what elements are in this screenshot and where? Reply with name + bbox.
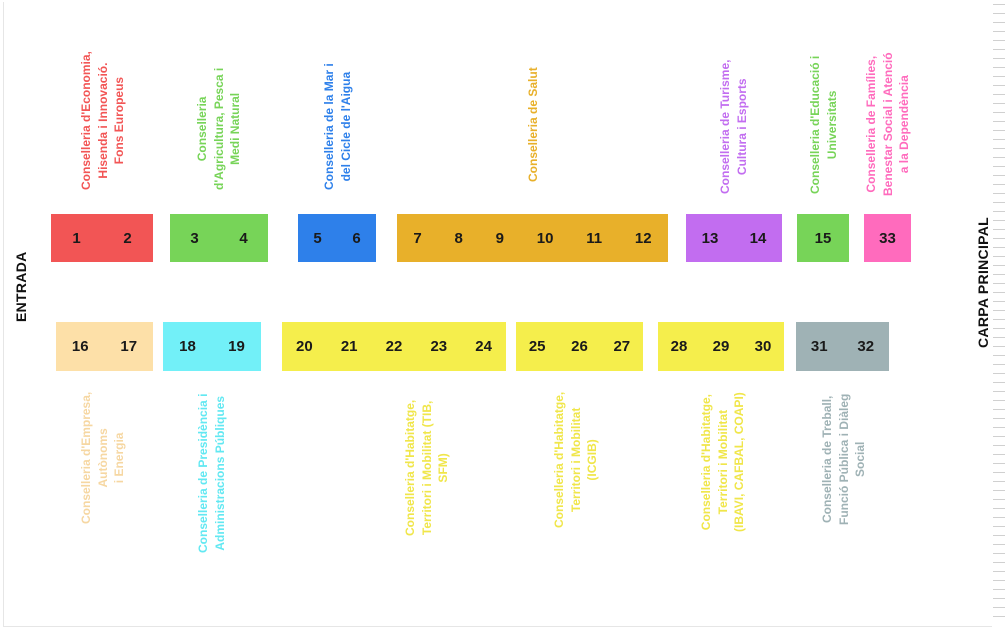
stand-group-15: 15 xyxy=(797,214,849,262)
department-label: Conselleria de Salut xyxy=(525,67,542,182)
department-label-line: (ICGIB) xyxy=(585,439,600,481)
stand-number: 24 xyxy=(475,338,492,355)
department-label-line: Territori i Mobilitat xyxy=(568,407,583,513)
entrance-label: ENTRADA xyxy=(13,251,29,322)
department-label: Conselleria de Famílies,Benestar Social … xyxy=(863,52,913,196)
department-label-line: Conselleria de Turisme, xyxy=(717,59,732,195)
department-label-line: del Cicle de l'Aigua xyxy=(338,71,352,182)
stand-number: 30 xyxy=(754,338,772,355)
department-label: Conselleria de Turisme,Cultura i Esports xyxy=(717,60,750,195)
stand-group-31-32: 31 32 xyxy=(796,322,889,371)
stand-number: 33 xyxy=(879,229,896,247)
stand-group-7-8-9-10-11-12: 7 8 9 10 11 12 xyxy=(397,214,668,262)
stand-group-25-26-27: 25 26 27 xyxy=(516,322,643,371)
department-label-line: d'Agricultura, Pesca i xyxy=(211,67,226,190)
department-label-line: Hisenda i Innovació. xyxy=(95,62,110,179)
department-label-line: a la Dependència xyxy=(897,75,912,174)
department-label: Conselleria d'Habitatge,Territori i Mobi… xyxy=(551,392,601,528)
stand-number: 6 xyxy=(352,229,361,247)
department-label-line: Conselleria d'Habitatge, xyxy=(552,391,567,528)
department-label-line: Benestar Social i Atenció xyxy=(880,52,895,196)
stand-group-28-29-30: 28 29 30 xyxy=(658,322,784,371)
stand-number: 7 xyxy=(413,229,422,247)
stand-number: 25 xyxy=(528,338,546,355)
stand-number: 2 xyxy=(123,229,132,247)
page-edge-ticks xyxy=(993,4,1005,624)
stand-number: 29 xyxy=(712,338,730,355)
stand-group-13-14: 13 14 xyxy=(686,214,782,262)
stand-group-33: 33 xyxy=(864,214,911,262)
stand-number: 32 xyxy=(857,338,875,355)
department-label-line: Territori i Mobilitat (TIB, xyxy=(419,400,434,536)
stand-number: 16 xyxy=(71,338,89,355)
stand-number: 31 xyxy=(810,338,828,355)
stand-group-20-21-22-23-24: 20 21 22 23 24 xyxy=(282,322,506,371)
stand-number: 13 xyxy=(701,229,719,247)
stand-number: 9 xyxy=(495,229,504,247)
department-label: Conselleria d'Habitatge,Territori i Mobi… xyxy=(402,400,452,536)
department-label: Conselleria d'Habitatge,Territori i Mobi… xyxy=(698,392,748,532)
department-label-line: Territori i Mobilitat xyxy=(715,409,730,515)
department-label-line: Conselleria d'Habitatge, xyxy=(403,399,418,536)
department-label-line: Conselleria de la Mar i xyxy=(321,63,336,190)
department-label-line: Autònoms xyxy=(95,428,110,488)
department-label-line: Administracions Públiques xyxy=(212,395,226,551)
stand-number: 17 xyxy=(120,338,138,355)
stand-number: 3 xyxy=(190,229,199,247)
department-label-line: Conselleria d'Educació i xyxy=(807,55,822,194)
stand-number: 1 xyxy=(72,229,81,247)
department-label: Conselleria d'Economia,Hisenda i Innovac… xyxy=(78,51,128,190)
stand-number: 15 xyxy=(814,229,832,247)
department-label-line: (IBAVI, CAFBAL, COAPI) xyxy=(732,392,747,532)
stand-number: 22 xyxy=(385,338,403,355)
department-label: Conselleria de Treball,Funció Pública i … xyxy=(819,394,869,525)
stand-number: 11 xyxy=(586,229,603,247)
stand-number: 20 xyxy=(296,338,313,355)
stand-number: 18 xyxy=(179,338,196,355)
department-label-line: Conselleria d'Habitatge, xyxy=(699,394,714,531)
stand-number: 19 xyxy=(228,338,245,355)
department-label-line: Conselleria de Presidència i xyxy=(195,393,210,553)
department-label-line: i Energia xyxy=(112,432,127,484)
stand-number: 12 xyxy=(634,229,652,247)
main-tent-label: CARPA PRINCIPAL xyxy=(975,216,991,348)
stand-number: 21 xyxy=(340,338,358,355)
stand-number: 10 xyxy=(536,229,554,247)
department-label-line: Conselleria d'Economia, xyxy=(79,51,94,190)
stand-number: 14 xyxy=(749,229,767,247)
stand-number: 23 xyxy=(430,338,448,355)
department-label-line: Conselleria de Salut xyxy=(525,67,540,182)
department-label-line: Social xyxy=(853,441,868,477)
department-label-line: Conselleria xyxy=(195,96,210,162)
department-label-line: SFM) xyxy=(436,453,451,483)
stand-number: 4 xyxy=(239,229,248,247)
department-label-line: Conselleria de Famílies, xyxy=(864,55,879,193)
department-label-line: Fons Europeus xyxy=(112,76,127,165)
stand-number: 28 xyxy=(670,338,688,355)
stand-number: 27 xyxy=(613,338,631,355)
stand-number: 26 xyxy=(571,338,588,355)
map-frame xyxy=(3,2,992,627)
stand-number: 5 xyxy=(313,229,322,247)
department-label-line: Conselleria d'Empresa, xyxy=(79,391,94,524)
department-label-line: Funció Pública i Diàleg xyxy=(836,393,851,525)
department-label-line: Conselleria de Treball, xyxy=(820,395,835,524)
department-label-line: Universitats xyxy=(824,90,838,160)
department-label-line: Cultura i Esports xyxy=(734,78,748,176)
stand-number: 8 xyxy=(454,229,463,247)
department-label-line: Medi Natural xyxy=(228,92,243,165)
